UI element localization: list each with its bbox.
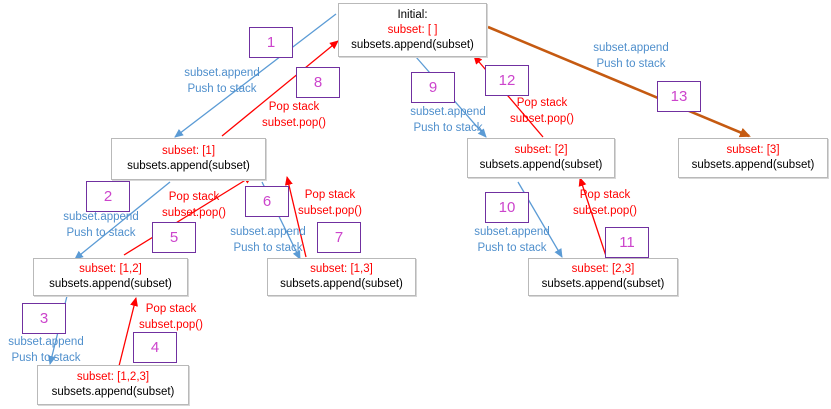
push-label-3: subset.append Push to stack <box>0 334 92 366</box>
node-subset-1-2-3-subset: subset: [1,2,3] <box>76 371 150 383</box>
pop-label-7-call: subset.pop() <box>298 205 362 217</box>
pop-label-7: Pop stack subset.pop() <box>291 187 369 219</box>
step-3: 3 <box>22 303 66 334</box>
step-11: 11 <box>605 227 649 258</box>
edge-pop-n12-n1 <box>123 175 253 256</box>
edge-pop-n1-root <box>221 40 339 137</box>
pop-label-8-action: Pop stack <box>268 101 320 113</box>
pop-label-12-call: subset.pop() <box>510 113 574 125</box>
push-label-2-action: subset.append <box>63 211 139 223</box>
node-subset-1-3: subset: [1,3] subsets.append(subset) <box>267 258 416 296</box>
pop-label-11: Pop stack subset.pop() <box>566 187 644 219</box>
node-subset-2-subset: subset: [2] <box>514 144 568 156</box>
node-subset-2-3-call: subsets.append(subset) <box>541 278 665 290</box>
node-subset-1-3-subset: subset: [1,3] <box>310 263 373 275</box>
push-label-2: subset.append Push to stack <box>55 209 147 241</box>
edge-push-root-n3 <box>487 25 751 138</box>
step-9: 9 <box>411 72 455 103</box>
node-subset-3-subset: subset: [3] <box>726 144 780 156</box>
node-subset-1-2-3: subset: [1,2,3] subsets.append(subset) <box>37 365 189 405</box>
push-label-3-action: subset.append <box>8 336 84 348</box>
push-label-13-action: subset.append <box>593 42 669 54</box>
step-6: 6 <box>245 186 289 217</box>
node-root-call: subsets.append(subset) <box>351 38 474 51</box>
push-label-6-stack: Push to stack <box>233 242 303 254</box>
pop-label-7-action: Pop stack <box>304 189 356 201</box>
edge-pop-n13-n1 <box>284 176 307 258</box>
node-subset-2-3-subset: subset: [2,3] <box>571 263 635 275</box>
push-label-6: subset.append Push to stack <box>222 224 314 256</box>
pop-label-11-action: Pop stack <box>579 189 631 201</box>
pop-label-4-call: subset.pop() <box>139 319 203 331</box>
push-label-1: subset.append Push to stack <box>176 65 268 97</box>
node-subset-1-2: subset: [1,2] subsets.append(subset) <box>33 258 188 296</box>
edge-push-n1-n12 <box>74 181 171 260</box>
node-subset-2-call: subsets.append(subset) <box>479 159 603 171</box>
node-root-title: Initial: <box>397 8 428 21</box>
push-label-10: subset.append Push to stack <box>466 224 558 256</box>
push-label-2-stack: Push to stack <box>66 227 136 239</box>
node-subset-1-call: subsets.append(subset) <box>127 160 250 172</box>
push-label-6-action: subset.append <box>230 226 306 238</box>
step-4: 4 <box>133 332 177 363</box>
pop-label-12: Pop stack subset.pop() <box>503 95 581 127</box>
node-subset-2: subset: [2] subsets.append(subset) <box>467 138 615 178</box>
push-label-9-action: subset.append <box>410 106 486 118</box>
pop-label-12-action: Pop stack <box>516 97 568 109</box>
push-label-13-stack: Push to stack <box>596 58 666 70</box>
step-10: 10 <box>485 192 529 223</box>
node-subset-1-subset: subset: [1] <box>161 145 216 157</box>
push-label-10-stack: Push to stack <box>477 242 547 254</box>
push-label-1-stack: Push to stack <box>187 83 257 95</box>
push-label-1-action: subset.append <box>184 67 260 79</box>
push-label-13: subset.append Push to stack <box>585 40 677 72</box>
pop-label-5-action: Pop stack <box>168 191 220 203</box>
node-subset-3: subset: [3] subsets.append(subset) <box>678 138 828 178</box>
push-label-3-stack: Push to stack <box>11 352 81 364</box>
push-label-10-action: subset.append <box>474 226 550 238</box>
pop-label-5-call: subset.pop() <box>162 207 226 219</box>
node-root-subset: subset: [ ] <box>387 23 438 36</box>
step-1: 1 <box>249 27 293 58</box>
node-subset-1-2-subset: subset: [1,2] <box>79 263 142 275</box>
pop-label-4: Pop stack subset.pop() <box>132 301 210 333</box>
node-subset-2-3: subset: [2,3] subsets.append(subset) <box>528 258 678 296</box>
step-7: 7 <box>317 222 361 253</box>
node-subset-1-2-3-call: subsets.append(subset) <box>51 386 175 398</box>
pop-label-8-call: subset.pop() <box>262 117 326 129</box>
step-2: 2 <box>86 181 130 212</box>
node-subset-1-3-call: subsets.append(subset) <box>280 278 403 290</box>
node-subset-1: subset: [1] subsets.append(subset) <box>111 138 266 180</box>
edge-push-root-n1 <box>174 13 337 138</box>
edge-pop-n123-n12 <box>118 297 138 367</box>
node-subset-1-2-call: subsets.append(subset) <box>49 278 172 290</box>
step-12: 12 <box>485 65 529 96</box>
push-label-9-stack: Push to stack <box>413 122 483 134</box>
push-label-9: subset.append Push to stack <box>402 104 494 136</box>
pop-label-5: Pop stack subset.pop() <box>155 189 233 221</box>
edge-pop-n23-n2 <box>578 177 607 257</box>
node-subset-3-call: subsets.append(subset) <box>691 159 815 171</box>
step-13: 13 <box>657 81 701 112</box>
pop-label-4-action: Pop stack <box>145 303 197 315</box>
step-5: 5 <box>152 222 196 253</box>
step-8: 8 <box>296 67 340 98</box>
node-root: Initial: subset: [ ] subsets.append(subs… <box>338 3 487 57</box>
pop-label-8: Pop stack subset.pop() <box>255 99 333 131</box>
pop-label-11-call: subset.pop() <box>573 205 637 217</box>
